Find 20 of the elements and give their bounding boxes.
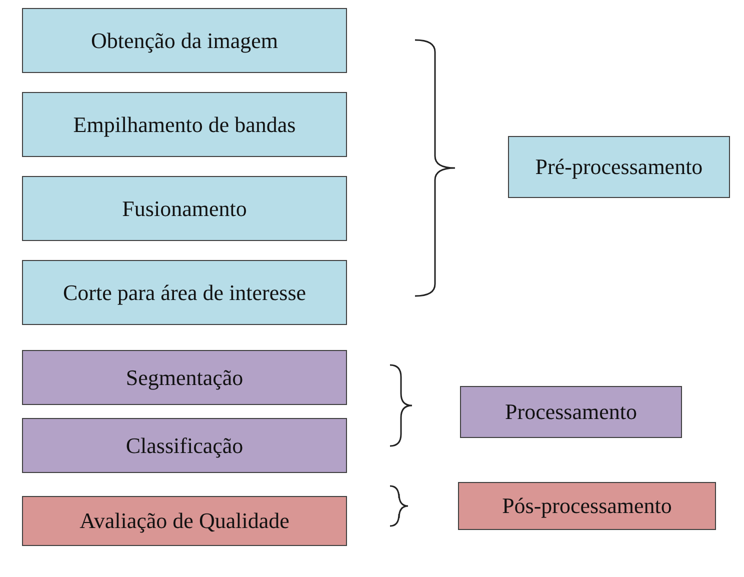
stage-box — [508, 136, 730, 198]
step-label: Corte para área de interesse — [62, 280, 306, 306]
step-label: Classificação — [126, 432, 244, 458]
stage-box — [460, 386, 682, 438]
step-box — [22, 260, 347, 325]
step-label: Pré-processamento — [535, 154, 703, 180]
step-box — [22, 350, 347, 405]
step-label: Processamento — [505, 399, 637, 425]
step-label: Avaliação de Qualidade — [80, 508, 290, 534]
step-label: Segmentação — [126, 364, 244, 390]
step-box — [22, 8, 347, 73]
step-label: Fusionamento — [122, 196, 247, 222]
step-box — [22, 496, 347, 546]
step-box — [22, 92, 347, 157]
step-label: Obtenção da imagem — [91, 28, 278, 54]
step-label: Empilhamento de bandas — [73, 112, 296, 138]
step-box — [22, 176, 347, 241]
stage-box — [458, 482, 716, 530]
step-box — [22, 418, 347, 473]
step-label: Pós-processamento — [502, 493, 672, 519]
